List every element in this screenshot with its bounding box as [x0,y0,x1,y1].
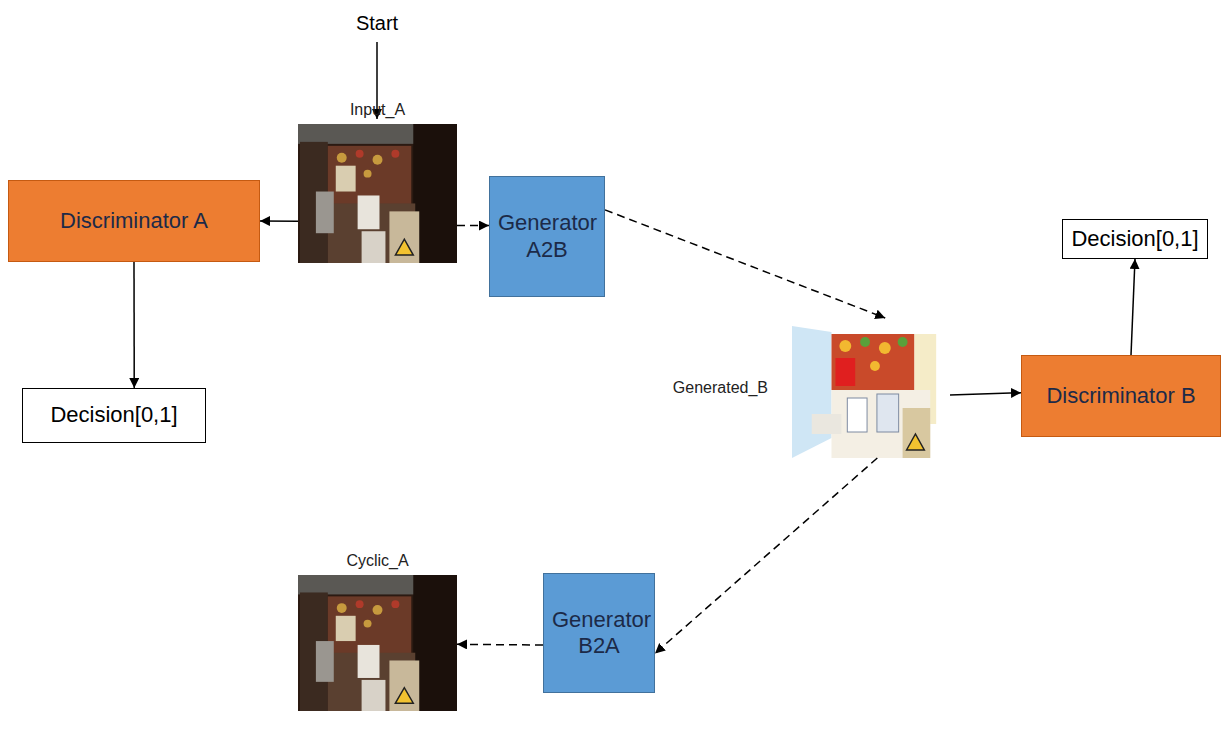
solid-arrow [133,262,135,388]
image-node: Cyclic_A [298,575,457,711]
generator-box: Generator B2A [543,573,655,693]
dashed-arrow [655,458,877,653]
start-label: Start [356,12,398,35]
discriminator-box: Discriminator B [1021,355,1221,437]
image-caption: Input_A [350,101,405,119]
dashed-arrow [457,644,543,646]
decision-box: Decision[0,1] [1062,219,1208,259]
solid-arrow [950,393,1021,395]
input-photo [298,124,457,263]
generator-box: Generator A2B [489,176,605,297]
image-caption: Generated_B [673,379,768,397]
generated-photo [792,318,950,458]
box-text: Discriminator B [1038,383,1203,409]
solid-arrow [260,220,298,222]
solid-arrow [1131,259,1135,355]
dashed-arrow [457,225,489,227]
decision-box: Decision[0,1] [22,388,206,443]
box-text: Decision[0,1] [42,402,185,428]
dashed-arrow [605,210,885,318]
image-node: Input_A [298,124,457,263]
box-text: Generator B2A [544,607,654,660]
image-caption: Cyclic_A [346,552,408,570]
cyclic-photo [298,575,457,711]
discriminator-box: Discriminator A [8,180,260,262]
image-node: Generated_B [792,318,950,458]
box-text: Decision[0,1] [1063,226,1206,252]
box-text: Discriminator A [52,208,216,234]
box-text: Generator A2B [490,210,604,263]
